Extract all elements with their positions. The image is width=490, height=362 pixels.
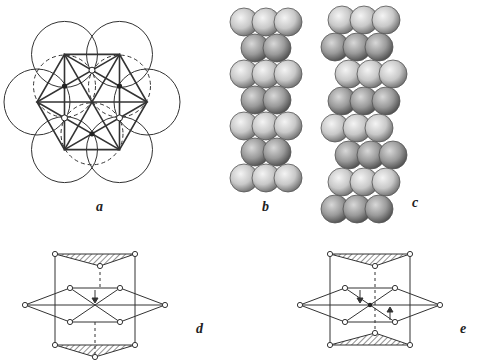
polyhedron-e [297,251,442,347]
panel-label: a [96,200,103,214]
ccp-stack [321,6,407,223]
polyhedron-d [22,251,167,359]
panel-label: b [262,200,269,214]
panel-label: d [196,322,203,336]
panel-label: c [412,196,418,210]
panel-label: e [460,322,466,336]
packing-plane [4,21,180,182]
hcp-stack [230,8,302,192]
